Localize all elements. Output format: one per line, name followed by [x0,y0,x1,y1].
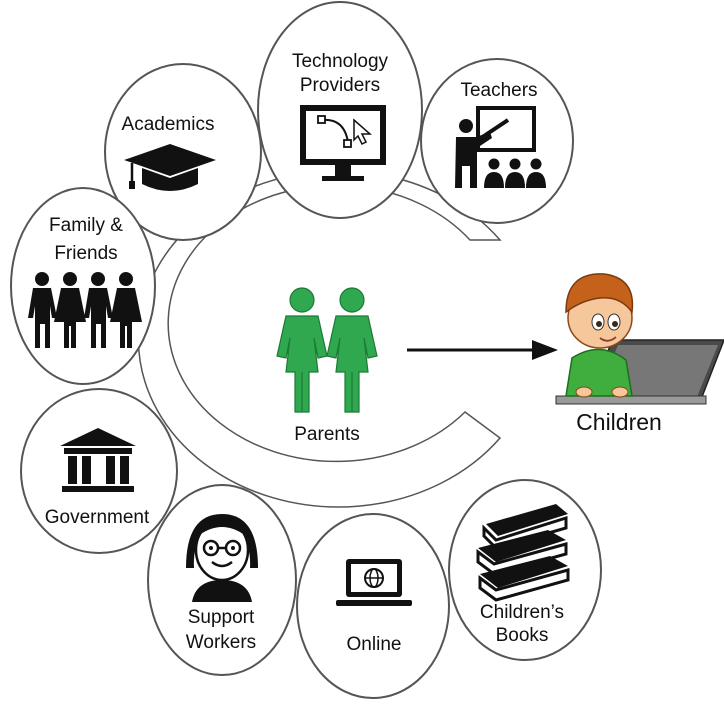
node-childrens-books: Children’s Books [448,479,602,661]
people-group-icon [28,272,142,348]
child-laptop-icon [555,273,724,405]
book-stack-icon [476,504,570,602]
family-friends-label-line1: Family & [49,215,123,236]
technology-providers-label-line1: Technology [292,51,389,72]
support-worker-face-icon [186,514,258,602]
support-workers-label-line1: Support [188,607,255,628]
node-online: Online [296,513,450,699]
children-label: Children [576,409,662,435]
laptop-globe-icon [336,559,412,606]
support-workers-label-line2: Workers [186,632,256,653]
graduation-cap-icon [124,144,216,191]
parents-label: Parents [294,424,359,445]
government-label: Government [45,507,150,528]
online-label: Online [347,634,402,655]
teacher-classroom-icon [455,106,546,188]
academics-label: Academics [122,114,215,135]
government-building-icon [60,428,136,492]
teachers-label: Teachers [460,80,537,101]
node-technology-providers: Technology Providers [257,1,423,219]
technology-providers-label-line2: Providers [300,75,380,96]
monitor-vector-icon [300,105,386,181]
node-government: Government [20,388,178,554]
childrens-books-label-line1: Children’s [480,602,564,623]
childrens-books-label-line2: Books [496,625,549,646]
parents-to-children-arrow [407,340,558,360]
node-family-friends: Family & Friends [10,187,156,385]
node-teachers: Teachers [420,58,574,224]
node-support-workers: Support Workers [147,484,297,676]
node-academics: Academics [104,63,262,241]
family-friends-label-line2: Friends [54,243,117,264]
parents-icon [276,287,378,413]
